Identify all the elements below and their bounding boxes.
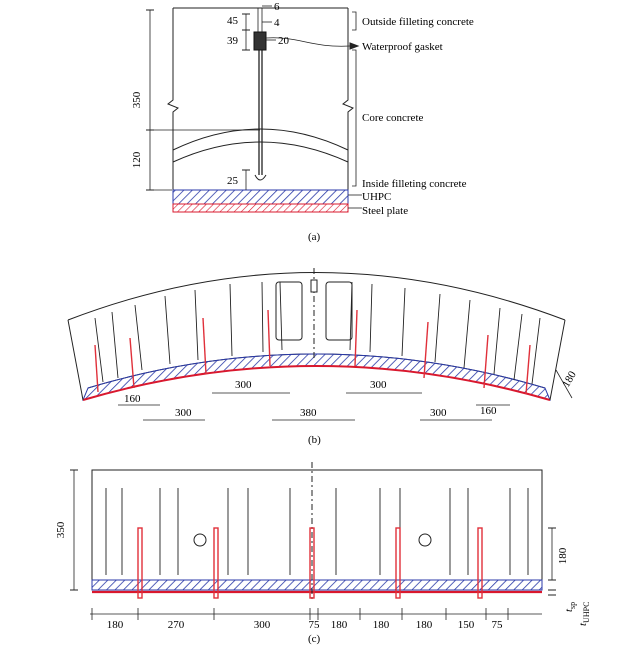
label-core-concrete: Core concrete	[362, 112, 423, 124]
dim-c-bottom-8: 75	[492, 619, 504, 631]
caption-c: (c)	[308, 633, 321, 645]
dim-c-bottom-2: 300	[254, 619, 271, 631]
label-outside-filleting: Outside filleting concrete	[362, 16, 474, 28]
panel-a-right-wall	[342, 8, 354, 212]
dim-c-right-180: 180	[557, 547, 569, 564]
panel-b-steel-band	[82, 365, 551, 401]
dim-c-bottom-7: 150	[458, 619, 475, 631]
label-steel-plate: Steel plate	[362, 205, 408, 217]
panel-a-uhpc	[172, 189, 349, 205]
dim-c-bottom-3: 75	[309, 619, 321, 631]
panel-a-core-arc-2	[172, 141, 349, 163]
label-uhpc: UHPC	[362, 191, 391, 203]
dim-b-right-300b: 300	[430, 407, 447, 419]
dim-b-center-380: 380	[300, 407, 317, 419]
dim-a-6: 6	[274, 1, 280, 13]
panel-b	[67, 268, 573, 421]
label-waterproof-gasket: Waterproof gasket	[362, 41, 443, 53]
panel-a-left-wall	[167, 8, 179, 212]
dim-b-left-300a: 300	[175, 407, 192, 419]
panel-a-steel-plate	[172, 203, 349, 213]
label-t-uhpc: tUHPC	[577, 602, 591, 626]
panel-a	[146, 5, 362, 213]
dim-b-right-160: 160	[480, 405, 497, 417]
panel-c-bottom-dims: 180 270 300 75 180 180 180 150 75	[107, 619, 503, 631]
dim-a-20: 20	[278, 35, 290, 47]
dim-c-bottom-5: 180	[373, 619, 390, 631]
dim-a-120: 120	[131, 151, 143, 168]
dim-c-bottom-6: 180	[416, 619, 433, 631]
panel-b-uhpc-band	[82, 353, 551, 401]
panel-a-gasket	[253, 31, 267, 51]
panel-b-outer-curve	[67, 272, 566, 321]
caption-a: (a)	[308, 231, 321, 243]
dim-a-39: 39	[227, 35, 239, 47]
dim-b-left-300b: 300	[235, 379, 252, 391]
dim-c-bottom-1: 270	[168, 619, 185, 631]
dim-c-bottom-4: 180	[331, 619, 348, 631]
dim-c-350: 350	[55, 521, 67, 538]
dim-a-25: 25	[227, 175, 239, 187]
dim-a-45: 45	[227, 15, 239, 27]
panel-c-body	[91, 469, 543, 581]
dim-b-left-160: 160	[124, 393, 141, 405]
dim-a-4: 4	[274, 17, 280, 29]
dim-a-350: 350	[131, 91, 143, 108]
panel-c	[70, 462, 556, 620]
caption-b: (b)	[308, 434, 321, 446]
panel-c-uhpc	[91, 579, 543, 591]
panel-a-core-arc-1	[172, 128, 349, 151]
dim-b-right-300a: 300	[370, 379, 387, 391]
dim-c-bottom-0: 180	[107, 619, 124, 631]
label-t-sp: tsp	[563, 602, 577, 612]
label-inside-filleting: Inside filleting concrete	[362, 178, 467, 190]
dim-b-right-180: 180	[560, 369, 579, 390]
